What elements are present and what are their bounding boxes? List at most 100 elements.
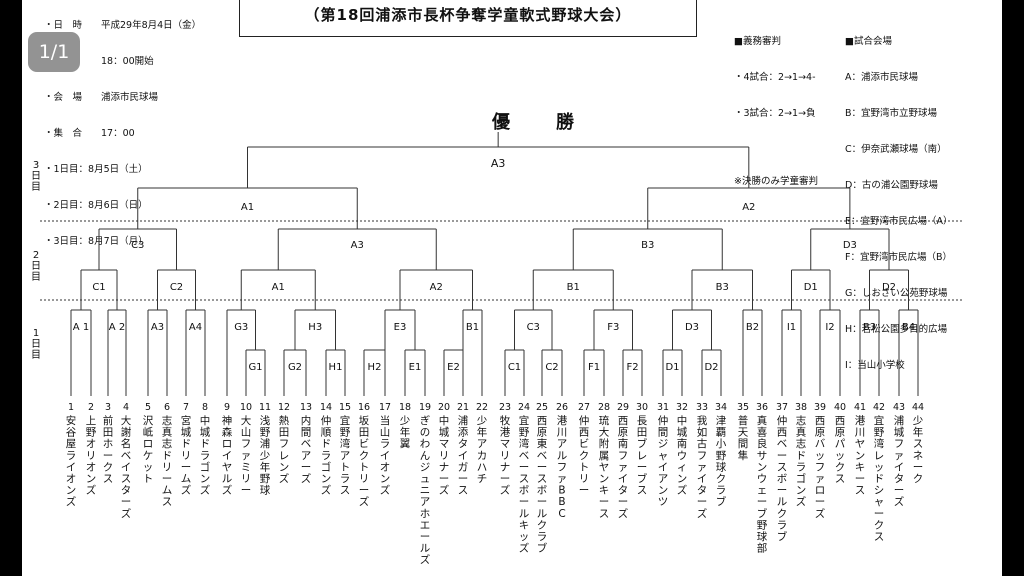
- team-name-char: ズ: [618, 507, 629, 520]
- day-label-1: 1日目: [31, 328, 41, 361]
- team-name-char: ュ: [420, 473, 431, 485]
- schedule-line: 18：00開始: [44, 56, 154, 67]
- team-name-char: ズ: [815, 507, 826, 520]
- team-name-char: 城: [439, 427, 450, 439]
- team-name-char: ズ: [359, 495, 370, 508]
- title-box: （第18回浦添市長杯争奪学童軟式野球大会）: [239, 0, 697, 37]
- venue-item: A：浦添市民球場: [845, 72, 918, 83]
- team-name-char: ク: [835, 461, 846, 473]
- team-name-char: 仲: [321, 414, 332, 427]
- team-name-char: キ: [855, 461, 866, 473]
- team-name-char: ラ: [716, 485, 727, 497]
- team-name-char: ン: [599, 473, 610, 485]
- team-name-char: 宜: [340, 414, 351, 427]
- team-name-char: ズ: [181, 484, 192, 497]
- team-name-char: 内: [301, 414, 312, 427]
- round-one-match-label: B2: [746, 322, 759, 333]
- team-name-char: ム: [162, 485, 173, 497]
- team-name-char: 志: [796, 437, 807, 450]
- team-name-char: 添: [458, 426, 469, 439]
- team-name-char: ロ: [143, 438, 154, 450]
- preliminary-match-label: D2: [704, 362, 718, 373]
- round-one-match-label: C3: [527, 322, 540, 333]
- team-name-char: ブ: [537, 542, 548, 555]
- team-name-char: ェ: [757, 485, 768, 497]
- team-name-char: ボ: [519, 485, 530, 497]
- team-name-char: ン: [66, 485, 77, 497]
- team-name-char: オ: [66, 473, 77, 485]
- team-name-char: ス: [519, 473, 530, 485]
- team-name-char: ー: [777, 485, 788, 497]
- team-name-char: 田: [279, 427, 290, 439]
- team-name-char: ス: [777, 461, 788, 473]
- round-two-match-label: D2: [882, 282, 896, 293]
- team-name-char: ん: [420, 450, 431, 462]
- team-name-char: ア: [301, 450, 312, 462]
- team-name-char: 普: [738, 414, 749, 427]
- team-name-char: レ: [279, 450, 290, 462]
- team-name-char: ー: [519, 496, 530, 508]
- team-name-char: ラ: [796, 461, 807, 473]
- team-name-char: ー: [500, 473, 511, 485]
- team-name-char: ー: [181, 461, 192, 473]
- team-name-char: 西: [835, 415, 846, 427]
- venue-list: ■試合会場 A：浦添市民球場 B：宜野湾市立野球場 C：伊奈武瀬球場（南） D：…: [845, 12, 953, 396]
- team-name-char: ル: [537, 508, 548, 520]
- team-name-char: ン: [321, 473, 332, 485]
- round-two-match-label: C1: [92, 282, 105, 293]
- team-name-char: ズ: [200, 484, 211, 497]
- team-name-char: ー: [777, 450, 788, 462]
- schedule-line: ・1日目：8月5日（土）: [44, 164, 148, 175]
- team-name-char: リ: [500, 450, 511, 462]
- team-number: 14: [320, 402, 332, 413]
- team-name-char: 年: [913, 426, 924, 439]
- team-name-char: 湾: [874, 437, 885, 450]
- team-name-char: 覇: [716, 427, 727, 439]
- team-name-char: ラ: [537, 531, 548, 543]
- team-name-char: 原: [815, 427, 826, 439]
- team-name-char: フ: [618, 450, 629, 462]
- team-name-char: イ: [380, 450, 391, 462]
- team-number: 37: [776, 402, 788, 413]
- team-name-char: 原: [835, 427, 846, 439]
- team-name-char: ズ: [121, 507, 132, 520]
- team-name-char: オ: [86, 438, 97, 450]
- team-name-char: タ: [458, 438, 469, 450]
- round-one-match-label: B1: [466, 322, 479, 333]
- venues-title: ■試合会場: [845, 36, 892, 47]
- team-name-char: ー: [537, 461, 548, 473]
- team-name-char: ズ: [697, 507, 708, 520]
- team-name-char: ド: [162, 450, 173, 462]
- quarterfinal-match-label: D3: [843, 240, 857, 251]
- team-name-char: ァ: [697, 461, 708, 473]
- round-one-match-label: I2: [825, 322, 834, 333]
- team-number: 17: [379, 402, 391, 413]
- team-name-char: リ: [359, 473, 370, 485]
- team-name-char: ウ: [757, 473, 768, 485]
- team-name-char: 南: [677, 437, 688, 450]
- team-name-char: ヤ: [222, 461, 233, 473]
- team-name-char: ァ: [618, 461, 629, 473]
- umpire-note: ※決勝のみ学童審判: [734, 176, 818, 187]
- team-name-char: ス: [855, 485, 866, 497]
- team-name-char: ド: [181, 438, 192, 450]
- team-name-char: ラ: [380, 438, 391, 450]
- team-name-char: ブ: [637, 472, 648, 485]
- team-name-char: ン: [658, 485, 669, 497]
- team-name-char: 沢: [143, 414, 154, 427]
- team-name-char: ホ: [420, 508, 431, 520]
- team-name-char: ク: [537, 519, 548, 531]
- team-name-char: ブ: [716, 495, 727, 508]
- team-name-char: 年: [477, 426, 488, 439]
- round-one-match-label: A4: [189, 322, 202, 333]
- team-name-char: 屋: [66, 438, 77, 450]
- team-name-char: 小: [716, 438, 727, 450]
- team-name-char: フ: [241, 438, 252, 450]
- preliminary-match-label: E1: [409, 362, 422, 373]
